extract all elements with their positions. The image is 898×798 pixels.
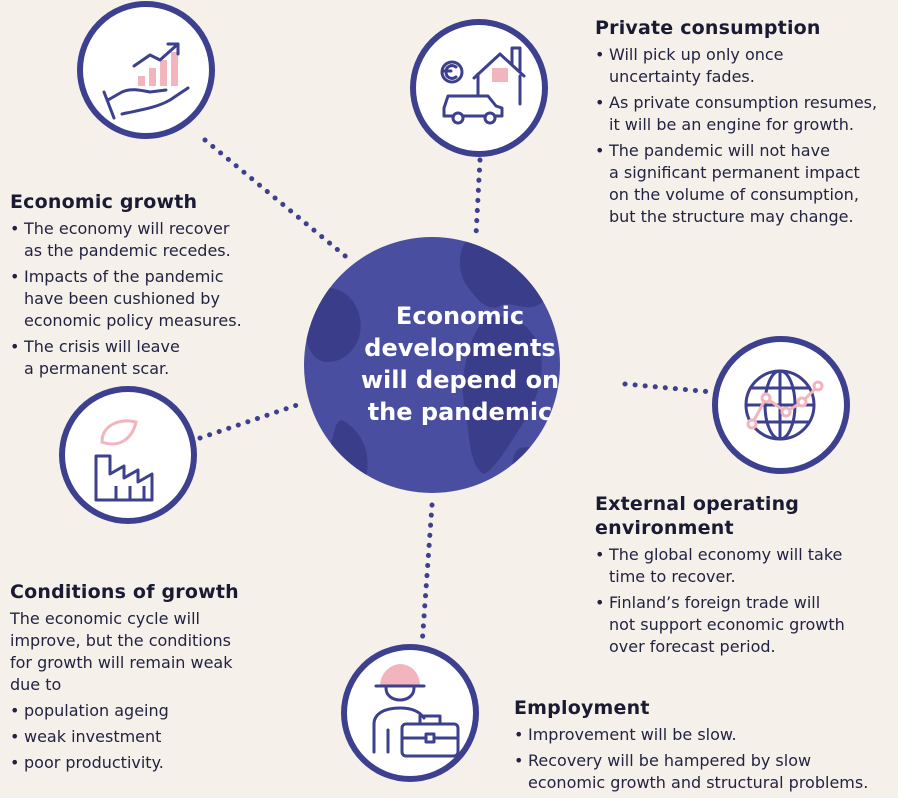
factory-leaf-icon [94, 419, 154, 502]
central-line: will depend on [360, 366, 560, 394]
globe-trend-icon [744, 369, 824, 441]
bullet-line: time to recover. [609, 567, 736, 586]
bullet-item: poor productivity. [10, 752, 310, 774]
bullet-line: it will be an engine for growth. [609, 115, 854, 134]
title-line: environment [595, 517, 734, 539]
bullet-item: Will pick up only once uncertainty fades… [595, 44, 895, 88]
connector-external [622, 381, 715, 395]
section-title: Private consumption [595, 17, 821, 39]
connector-employment [419, 502, 435, 648]
bullet-line: Improvement will be slow. [528, 725, 737, 744]
hand-growth-chart-icon [102, 42, 190, 120]
bullet-line: Will pick up only once [609, 45, 784, 64]
bullet-line: a permanent scar. [24, 359, 170, 378]
central-message: Economic developments will depend on the… [330, 300, 590, 428]
section-external-environment: External operating environment The globa… [595, 492, 895, 662]
bullet-item: The pandemic will not have a significant… [595, 140, 895, 228]
bullet-line: Recovery will be hampered by slow [528, 751, 812, 770]
central-line: developments [364, 334, 556, 362]
central-line: the pandemic [367, 398, 553, 426]
intro-line: improve, but the conditions [10, 631, 231, 650]
central-line: Economic [395, 302, 525, 330]
bullet-item: Impacts of the pandemic have been cushio… [10, 266, 310, 332]
house-car-euro-icon [440, 46, 526, 125]
section-intro: The economic cycle will improve, but the… [10, 608, 310, 696]
bullet-line: The economy will recover [24, 219, 230, 238]
intro-line: due to [10, 675, 62, 694]
bullet-item: Recovery will be hampered by slow econom… [514, 750, 898, 794]
bullet-line: over forecast period. [609, 637, 776, 656]
section-conditions-of-growth: Conditions of growth The economic cycle … [10, 580, 310, 778]
bullet-line: Impacts of the pandemic [24, 267, 224, 286]
worker-briefcase-icon [372, 664, 460, 758]
bullet-line: The global economy will take [609, 545, 843, 564]
section-title: Conditions of growth [10, 581, 239, 603]
bullet-line: economic growth and structural problems. [528, 773, 869, 792]
bullet-line: As private consumption resumes, [609, 93, 878, 112]
bullet-item: The economy will recover as the pandemic… [10, 218, 310, 262]
bullet-line: on the volume of consumption, [609, 185, 859, 204]
intro-line: The economic cycle will [10, 609, 200, 628]
connector-growth [202, 137, 353, 263]
section-title: Employment [514, 697, 650, 719]
bullet-line: but the structure may change. [609, 207, 854, 226]
bullet-line: not support economic growth [609, 615, 845, 634]
title-line: External operating [595, 493, 800, 515]
circle-employment [341, 644, 479, 782]
section-economic-growth: Economic growth The economy will recover… [10, 190, 310, 384]
bullet-item: The global economy will take time to rec… [595, 544, 895, 588]
bullet-line: population ageing [24, 701, 169, 720]
section-employment: Employment Improvement will be slow. Rec… [514, 696, 898, 798]
bullet-item: Finland’s foreign trade will not support… [595, 592, 895, 658]
bullet-line: a significant permanent impact [609, 163, 860, 182]
bullet-line: Finland’s foreign trade will [609, 593, 821, 612]
bullet-line: as the pandemic recedes. [24, 241, 231, 260]
intro-line: for growth will remain weak [10, 653, 233, 672]
circle-economic-growth [77, 1, 215, 139]
connector-consumption [473, 157, 483, 238]
bullet-item: As private consumption resumes, it will … [595, 92, 895, 136]
connectors [197, 137, 715, 648]
bullet-line: weak investment [24, 727, 162, 746]
bullet-line: economic policy measures. [24, 311, 242, 330]
bullet-line: The crisis will leave [24, 337, 180, 356]
bullet-line: poor productivity. [24, 753, 164, 772]
section-private-consumption: Private consumption Will pick up only on… [595, 16, 895, 232]
bullet-item: The crisis will leave a permanent scar. [10, 336, 310, 380]
bullet-item: Improvement will be slow. [514, 724, 898, 746]
bullet-line: uncertainty fades. [609, 67, 755, 86]
bullet-line: The pandemic will not have [609, 141, 830, 160]
bullet-item: population ageing [10, 700, 310, 722]
section-title: Economic growth [10, 191, 198, 213]
connector-conditions [197, 401, 303, 441]
bullet-item: weak investment [10, 726, 310, 748]
section-title: External operating environment [595, 492, 895, 540]
bullet-line: have been cushioned by [24, 289, 220, 308]
